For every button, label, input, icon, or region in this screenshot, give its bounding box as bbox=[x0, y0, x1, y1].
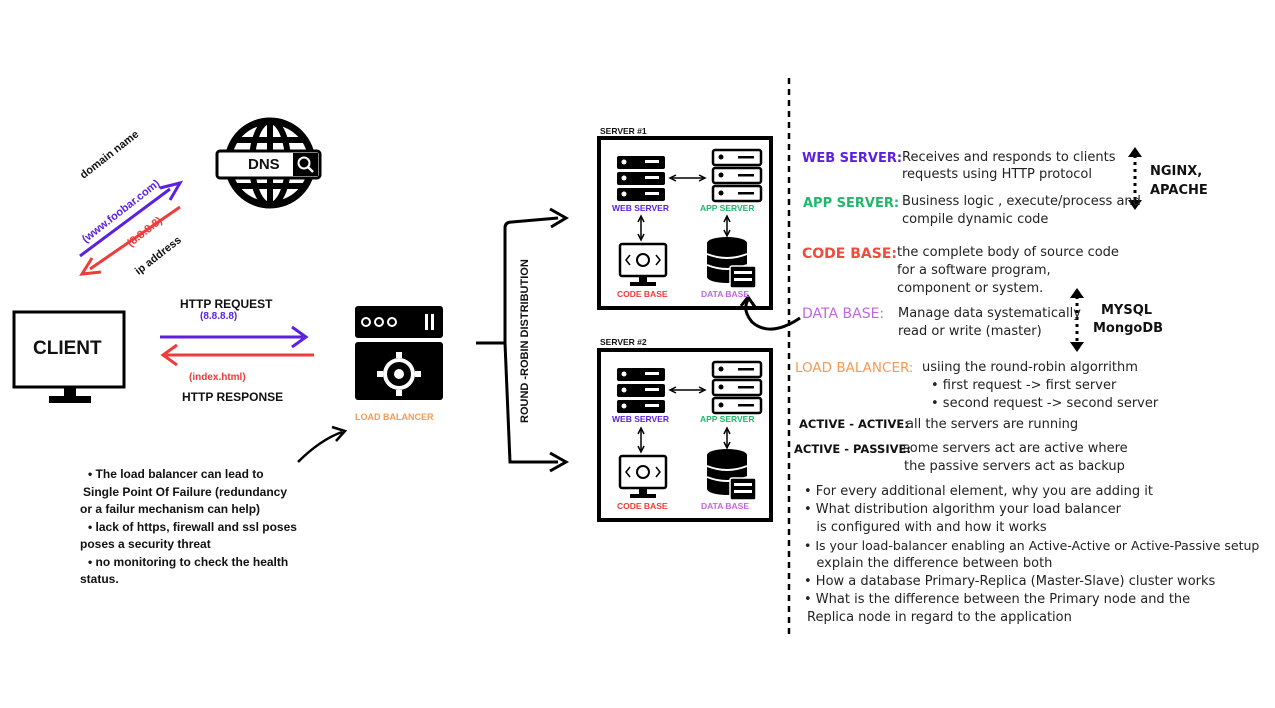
db-examples-1: MYSQL bbox=[1101, 303, 1153, 318]
request-ip: (8.8.8.8) bbox=[200, 311, 238, 322]
http-response-label: HTTP RESPONSE bbox=[182, 390, 284, 404]
web-server-term: WEB SERVER: bbox=[802, 151, 903, 166]
server-1-box bbox=[597, 136, 773, 310]
load-balancer-desc-1: usiing the round-robin algorrithm bbox=[922, 360, 1138, 375]
app-server-term: APP SERVER: bbox=[803, 196, 900, 211]
code-base-term: CODE BASE: bbox=[802, 246, 897, 262]
questions-list: • For every additional element, why you … bbox=[804, 483, 1259, 627]
question-line: is configured with and how it works bbox=[804, 520, 1047, 535]
web-examples-arrow bbox=[1128, 147, 1142, 210]
db-examples-2: MongoDB bbox=[1093, 321, 1164, 336]
http-request-label: HTTP REQUEST bbox=[180, 297, 273, 311]
web-server-icon bbox=[617, 156, 665, 201]
server-2-db-label: DATA BASE bbox=[701, 501, 750, 511]
server-2-internals bbox=[615, 360, 763, 502]
database-icon bbox=[706, 237, 757, 289]
app-server-desc-1: Business logic , execute/process and bbox=[902, 194, 1141, 209]
note-line: • The load balancer can lead to bbox=[88, 467, 264, 481]
web-server-desc-1: Receives and responds to clients bbox=[902, 150, 1116, 165]
server-1-code-label: CODE BASE bbox=[617, 289, 668, 299]
active-passive-desc-2: the passive servers act as backup bbox=[904, 459, 1125, 474]
question-line: • How a database Primary-Replica (Master… bbox=[804, 574, 1216, 589]
response-file: (index.html) bbox=[189, 372, 246, 383]
search-icon bbox=[293, 153, 318, 176]
active-active-desc: all the servers are running bbox=[906, 417, 1079, 432]
dns-response-arrow bbox=[89, 205, 181, 271]
question-line: • What is the difference between the Pri… bbox=[804, 592, 1191, 607]
server-2-title: SERVER #2 bbox=[600, 337, 647, 347]
question-line: • Is your load-balancer enabling an Acti… bbox=[804, 538, 1260, 553]
server-1-db-label: DATA BASE bbox=[701, 289, 750, 299]
code-base-desc-2: for a software program, bbox=[897, 263, 1051, 278]
client-monitor bbox=[12, 310, 126, 403]
server-1-internals bbox=[617, 148, 763, 289]
question-line: • For every additional element, why you … bbox=[804, 484, 1153, 499]
code-base-desc-3: component or system. bbox=[897, 281, 1044, 296]
active-passive-desc-1: some servers act are active where bbox=[903, 441, 1128, 456]
app-server-icon bbox=[711, 148, 763, 203]
server-1-title: SERVER #1 bbox=[600, 126, 647, 136]
server-2-web-label: WEB SERVER bbox=[612, 414, 669, 424]
note-line: poses a security threat bbox=[80, 537, 211, 551]
data-base-term: DATA BASE: bbox=[802, 306, 885, 322]
web-examples-2: APACHE bbox=[1150, 183, 1208, 198]
db-examples-arrow bbox=[1070, 288, 1084, 352]
app-server-desc-2: compile dynamic code bbox=[902, 212, 1049, 227]
note-line: Single Point Of Failure (redundancy bbox=[83, 484, 288, 499]
load-balancer-desc-2: • first request -> first server bbox=[931, 378, 1117, 393]
web-server-desc-2: requests using HTTP protocol bbox=[902, 167, 1092, 182]
server-2-code-label: CODE BASE bbox=[617, 501, 668, 511]
note-line: • no monitoring to check the health bbox=[88, 554, 289, 569]
load-balancer-desc-3: • second request -> second server bbox=[931, 396, 1159, 411]
note-line: or a failur mechanism can help) bbox=[80, 502, 261, 516]
question-line: Replica node in regard to the applicatio… bbox=[807, 610, 1072, 625]
note-arrow bbox=[297, 430, 343, 463]
active-passive-term: ACTIVE - PASSIVE: bbox=[794, 442, 911, 456]
server-2-app-label: APP SERVER bbox=[700, 414, 755, 424]
web-examples-1: NGINX, bbox=[1150, 164, 1203, 179]
load-balancer-label: LOAD BALANCER bbox=[355, 412, 434, 422]
server-2-box bbox=[597, 348, 773, 522]
data-base-desc-1: Manage data systematically bbox=[898, 306, 1081, 321]
note-line: • lack of https, firewall and ssl poses bbox=[88, 519, 297, 534]
question-line: explain the difference between both bbox=[804, 556, 1053, 571]
dns-request-arrow bbox=[79, 187, 171, 258]
note-line: status. bbox=[80, 572, 119, 586]
code-base-desc-1: the complete body of source code bbox=[897, 245, 1119, 260]
server-1-app-label: APP SERVER bbox=[700, 203, 755, 213]
load-balancer-term: LOAD BALANCER: bbox=[795, 360, 914, 376]
round-robin-arrows bbox=[476, 207, 570, 473]
code-base-icon bbox=[618, 242, 668, 286]
data-base-desc-2: read or write (master) bbox=[898, 324, 1042, 339]
dns-label: DNS bbox=[248, 156, 280, 173]
active-active-term: ACTIVE - ACTIVE: bbox=[799, 417, 909, 431]
notes-block: • The load balancer can lead to Single P… bbox=[80, 466, 297, 589]
database-link-arrow bbox=[744, 299, 801, 331]
question-line: • What distribution algorithm your load … bbox=[804, 502, 1121, 517]
client-label: CLIENT bbox=[33, 338, 102, 359]
load-balancer-icon bbox=[355, 306, 443, 400]
round-robin-label: ROUND -ROBIN DISTRIBUTION bbox=[519, 259, 531, 423]
server-1-web-label: WEB SERVER bbox=[612, 203, 669, 213]
